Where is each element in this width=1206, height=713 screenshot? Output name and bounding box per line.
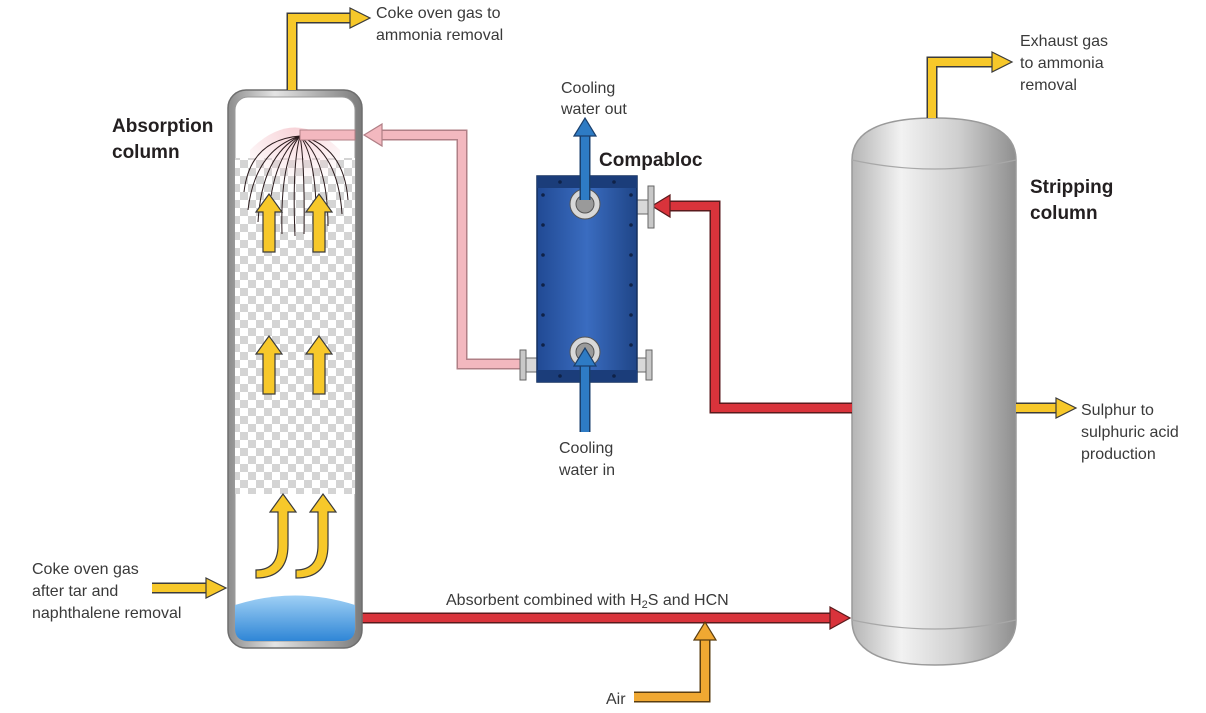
coke-gas-out-arrow [286, 7, 372, 90]
cooling-water-in-arrow [572, 346, 598, 432]
rich-absorbent-return-pipe [650, 193, 852, 414]
gas-rise-arrows [254, 192, 338, 579]
stripping-column-label: Stripping column [1030, 177, 1119, 224]
coke-gas-out-label: Coke oven gas to ammonia removal [376, 5, 505, 44]
air-arrow [634, 620, 718, 703]
stripping-column [851, 117, 1017, 666]
absorbent-liquid [235, 595, 355, 641]
cooling-water-out-label: Cooling water out [560, 80, 627, 118]
compabloc-label: Compabloc [599, 150, 703, 171]
exhaust-gas-label: Exhaust gas to ammonia removal [1020, 33, 1113, 94]
coke-gas-in-label: Coke oven gas after tar and naphthalene … [32, 561, 181, 622]
cooling-water-in-label: Cooling water in [558, 440, 618, 479]
air-label: Air [606, 691, 626, 708]
absorption-column [227, 89, 363, 649]
exhaust-gas-arrow [926, 51, 1014, 118]
absorbent-label: Absorbent combined with H2S and HCN [446, 592, 729, 611]
absorbent-pipe [358, 605, 852, 631]
absorption-column-label: Absorption column [112, 116, 219, 163]
sulphur-label: Sulphur to sulphuric acid production [1081, 402, 1183, 463]
coke-gas-in-arrow [152, 577, 228, 599]
lean-absorbent-pipe [362, 122, 522, 370]
sulphur-out-arrow [1016, 397, 1078, 419]
cooling-water-out-arrow [572, 116, 598, 200]
